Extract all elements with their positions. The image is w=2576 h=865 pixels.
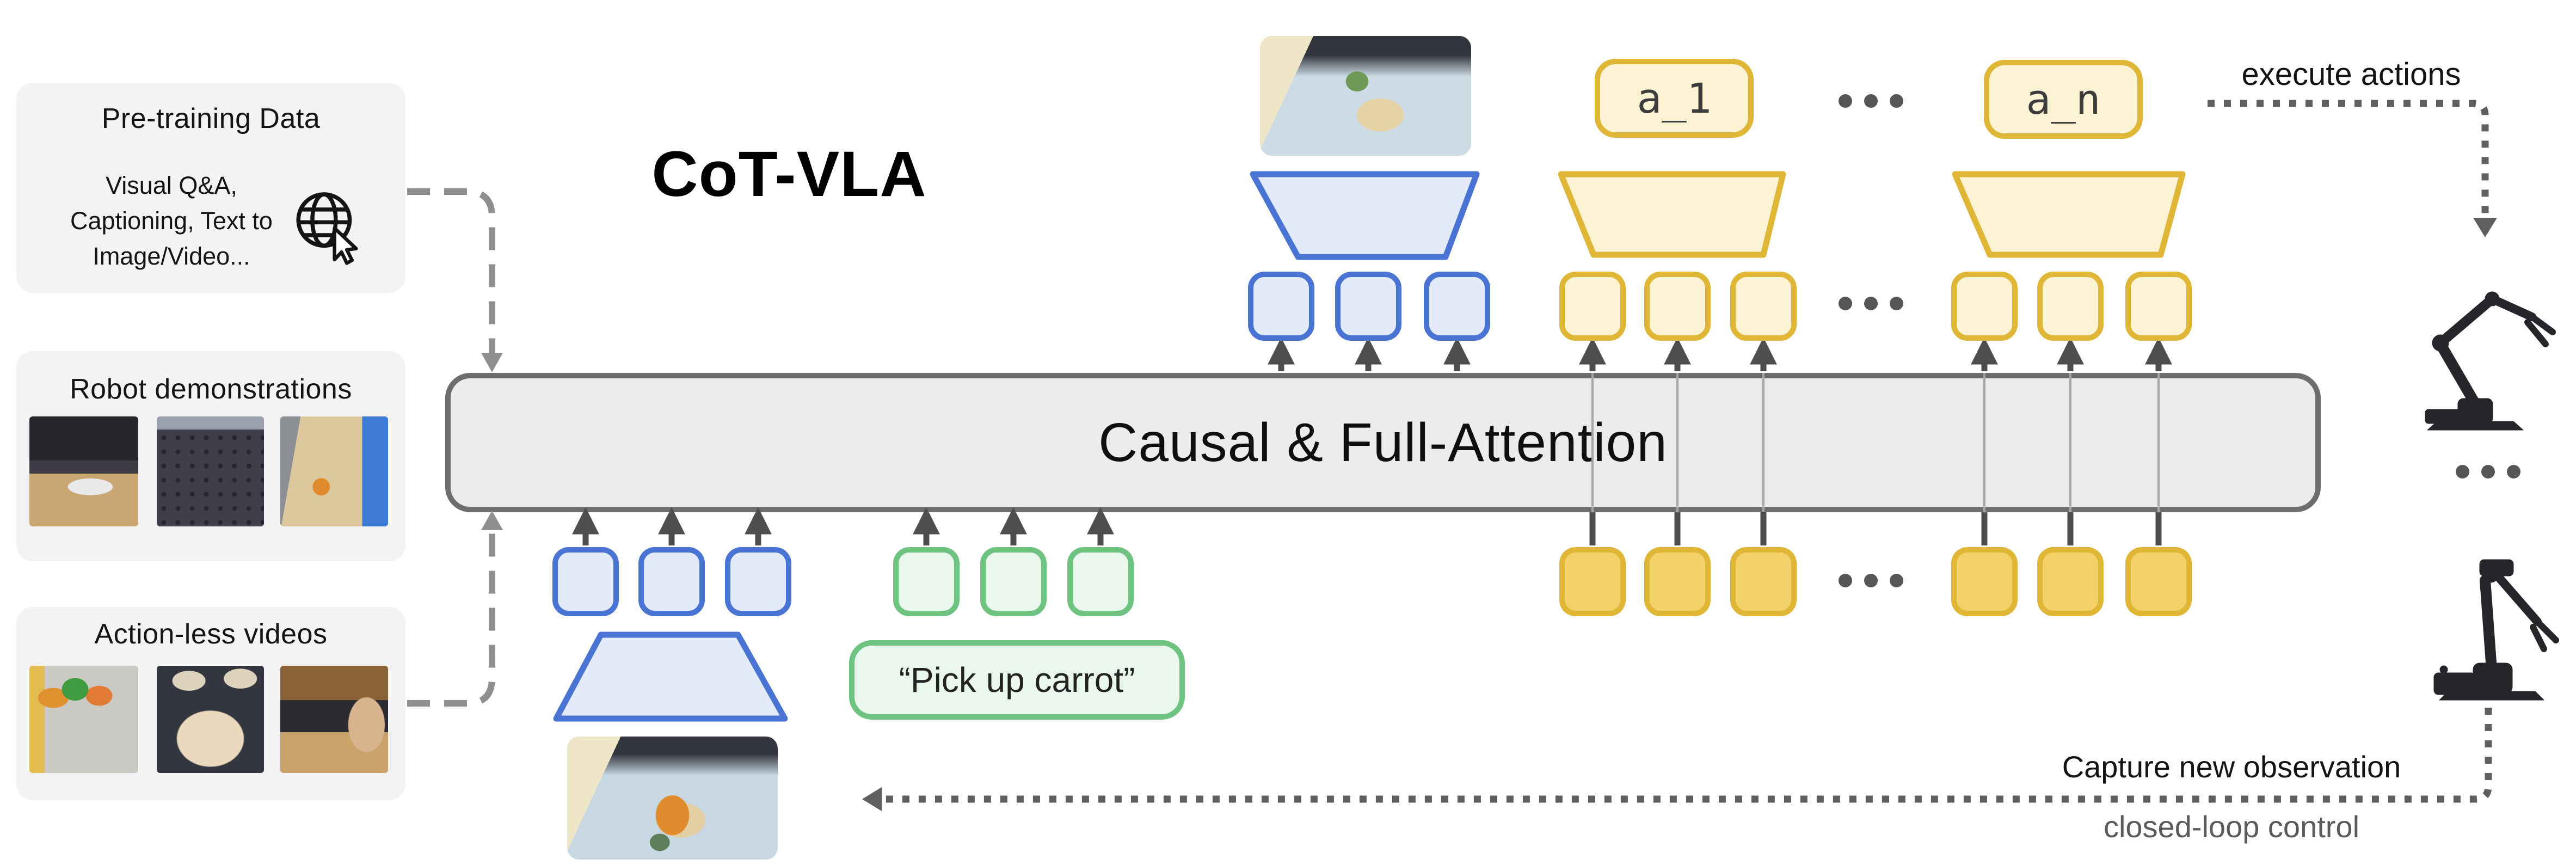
dough-kneading-photo xyxy=(157,666,264,773)
visual-token xyxy=(1335,272,1401,341)
language-token xyxy=(1067,547,1134,616)
robot-demonstrations-panel: Robot demonstrations xyxy=(16,351,405,561)
globe-cursor-icon xyxy=(296,192,358,265)
pretraining-panel-body: Visual Q&A, Captioning, Text to Image/Vi… xyxy=(33,168,310,274)
language-token xyxy=(893,547,960,616)
robot-arm-image xyxy=(2425,291,2556,431)
action-output-an: a_n xyxy=(1984,60,2143,139)
action-input-token xyxy=(2125,547,2192,616)
execute-actions-dotted-arrow xyxy=(2208,100,2497,237)
pretraining-line-1: Visual Q&A, xyxy=(106,171,237,199)
visual-token xyxy=(725,547,791,616)
pretraining-panel-title: Pre-training Data xyxy=(101,103,321,134)
execute-actions-label: execute actions xyxy=(2241,57,2461,92)
ellipsis-dots xyxy=(1839,297,1903,310)
language-instruction-box: “Pick up carrot” xyxy=(849,640,1185,720)
action-decoder-trapezoid-n xyxy=(1952,171,2186,258)
visual-token xyxy=(638,547,705,616)
robot-arm-desk-photo xyxy=(29,416,138,526)
action-token xyxy=(2125,272,2192,341)
pretraining-to-bar-dashed-arrow xyxy=(407,188,503,372)
causal-full-attention-bar: Causal & Full-Attention xyxy=(445,373,2321,512)
robot-arm-tabletop-photo xyxy=(280,416,388,526)
actionless-panel-title: Action-less videos xyxy=(94,618,328,650)
kitchen-egocentric-photo xyxy=(280,666,388,773)
actionless-videos-panel: Action-less videos xyxy=(16,607,405,800)
action-token xyxy=(1951,272,2018,341)
actionless-to-bar-dashed-arrow xyxy=(407,511,503,707)
action-decoder-trapezoid-1 xyxy=(1558,171,1786,258)
action-token xyxy=(1730,272,1797,341)
language-instruction-text: “Pick up carrot” xyxy=(899,660,1135,700)
ellipsis-dots xyxy=(1839,94,1903,108)
action-a1-label: a_1 xyxy=(1637,74,1712,122)
action-token xyxy=(1644,272,1711,341)
image-encoder-trapezoid-blue xyxy=(553,631,788,722)
current-observation-image xyxy=(567,737,778,860)
closed-loop-control-label: closed-loop control xyxy=(2103,809,2360,844)
cable-optical-table-photo xyxy=(157,416,264,526)
action-token xyxy=(1559,272,1626,341)
action-token xyxy=(2037,272,2104,341)
action-input-token xyxy=(1559,547,1626,616)
dishwashing-photo xyxy=(29,666,138,773)
visual-token xyxy=(1248,272,1314,341)
figure-title: CoT-VLA xyxy=(651,138,927,210)
language-token xyxy=(980,547,1047,616)
ellipsis-dots xyxy=(1839,574,1903,587)
robot-arm-image xyxy=(2433,559,2559,701)
capture-new-observation-label: Capture new observation xyxy=(2062,750,2401,784)
pretraining-data-panel: Pre-training Data Visual Q&A, Captioning… xyxy=(16,83,405,293)
action-an-label: a_n xyxy=(2026,75,2101,124)
visual-token xyxy=(552,547,619,616)
action-input-token xyxy=(1951,547,2018,616)
visual-token xyxy=(1424,272,1490,341)
ellipsis-dots xyxy=(2456,465,2520,478)
action-input-token xyxy=(1644,547,1711,616)
attention-bar-label: Causal & Full-Attention xyxy=(1098,412,1668,473)
action-input-token xyxy=(2037,547,2104,616)
output-image-token-arrows xyxy=(1268,337,1471,371)
pretraining-line-3: Image/Video... xyxy=(93,242,250,270)
action-output-a1: a_1 xyxy=(1595,59,1754,138)
action-input-token xyxy=(1730,547,1797,616)
pretraining-line-2: Captioning, Text to xyxy=(70,207,273,235)
image-decoder-trapezoid-blue xyxy=(1250,171,1480,260)
predicted-observation-image xyxy=(1260,36,1471,156)
input-token-arrows xyxy=(572,507,1114,545)
robot-demos-panel-title: Robot demonstrations xyxy=(70,373,352,405)
